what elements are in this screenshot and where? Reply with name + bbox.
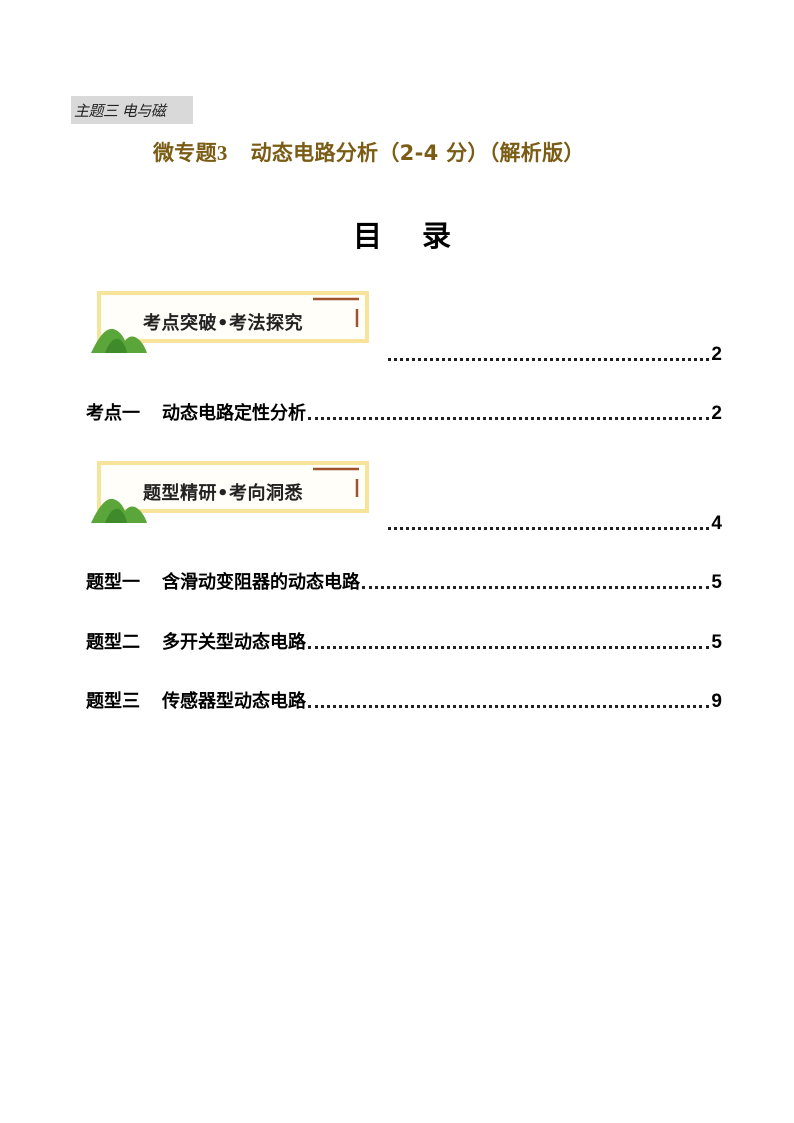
entry-prefix: 考点一	[86, 403, 140, 424]
hills-icon	[91, 498, 147, 523]
toc-heading: 目录	[353, 213, 451, 255]
toc-heading-char-1: 目	[353, 219, 383, 253]
banner-label: 题型精研•考向洞悉	[143, 483, 304, 504]
page-number: 2	[711, 403, 722, 424]
toc-entry[interactable]: 题型三 传感器型动态电路 9	[86, 687, 722, 713]
dot-leader	[308, 705, 710, 708]
corner-decoration-icon	[313, 467, 359, 497]
entry-text: 含滑动变阻器的动态电路	[162, 572, 360, 593]
document-title: 微专题3 动态电路分析（2-4 分）（解析版）	[153, 137, 585, 167]
dot-leader	[388, 527, 710, 530]
entry-text: 动态电路定性分析	[162, 403, 306, 424]
entry-prefix: 题型一	[86, 572, 140, 593]
banner-tixing-leader[interactable]: 4	[388, 509, 722, 535]
dot-leader	[308, 646, 710, 649]
section-banner-tixing[interactable]: 题型精研•考向洞悉	[91, 461, 381, 523]
dot-leader	[362, 586, 710, 589]
title-number: 3	[216, 141, 228, 165]
hills-icon	[91, 328, 147, 353]
topic-tag: 主题三 电与磁	[71, 96, 193, 124]
dot-leader	[388, 358, 710, 361]
banner-label: 考点突破•考法探究	[143, 313, 304, 334]
toc-entry[interactable]: 考点一 动态电路定性分析 2	[86, 399, 722, 425]
banner-kaodian-leader[interactable]: 2	[388, 340, 722, 366]
corner-decoration-icon	[313, 297, 359, 327]
toc-entry[interactable]: 题型二 多开关型动态电路 5	[86, 628, 722, 654]
toc-entry[interactable]: 题型一 含滑动变阻器的动态电路 5	[86, 568, 722, 594]
page-number: 5	[711, 632, 722, 653]
section-banner-kaodian[interactable]: 考点突破•考法探究	[91, 291, 381, 353]
toc-heading-char-2: 录	[422, 219, 452, 253]
page-number: 4	[711, 513, 722, 534]
title-main: 动态电路分析（2-4 分）（解析版）	[250, 141, 585, 165]
dot-leader	[308, 417, 710, 420]
title-prefix: 微专题	[153, 141, 217, 165]
entry-prefix: 题型三	[86, 691, 140, 712]
page-number: 2	[711, 344, 722, 365]
entry-prefix: 题型二	[86, 632, 140, 653]
entry-text: 多开关型动态电路	[162, 632, 306, 653]
entry-text: 传感器型动态电路	[162, 691, 306, 712]
page-number: 5	[711, 572, 722, 593]
page-number: 9	[711, 691, 722, 712]
